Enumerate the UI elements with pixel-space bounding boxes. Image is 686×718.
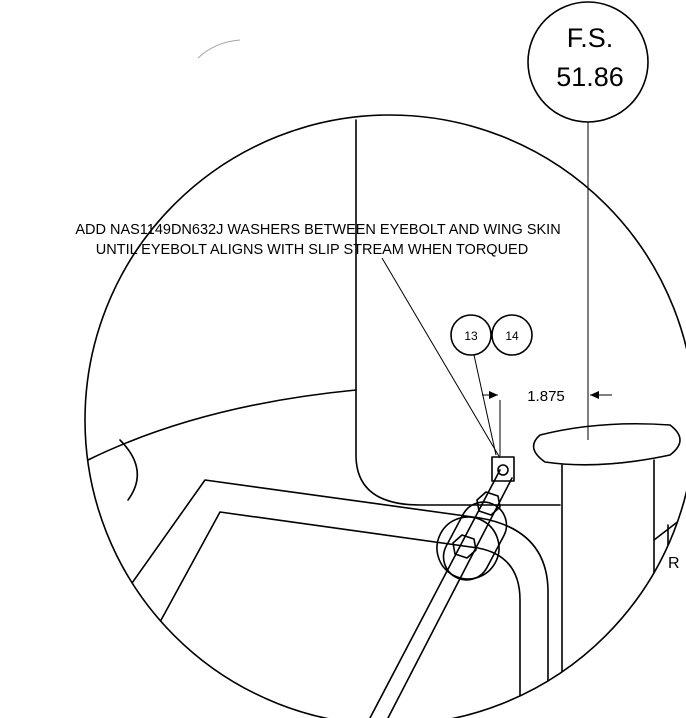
panel-inner-frame bbox=[159, 511, 521, 718]
panel-outer-frame bbox=[119, 479, 549, 718]
item-balloon-13-label: 13 bbox=[464, 329, 478, 343]
note-line-2: UNTIL EYEBOLT ALIGNS WITH SLIP STREAM WH… bbox=[96, 242, 528, 258]
edge-label: R bbox=[668, 555, 680, 572]
stray-mark bbox=[197, 39, 241, 59]
item-balloon-14 bbox=[491, 314, 533, 356]
hex-bolt-lower bbox=[452, 534, 477, 559]
antenna-ellipse bbox=[532, 422, 681, 466]
note-line-1: ADD NAS1149DN632J WASHERS BETWEEN EYEBOL… bbox=[75, 222, 560, 238]
wing-leading-edge bbox=[87, 389, 357, 461]
detail-view-circle bbox=[84, 114, 686, 718]
eyebolt bbox=[491, 456, 515, 482]
right-post-brace bbox=[653, 519, 681, 541]
fuselage-wall bbox=[355, 119, 561, 506]
item-balloon-13 bbox=[450, 314, 492, 356]
strut-ring bbox=[436, 516, 500, 580]
wing-bump bbox=[119, 439, 139, 501]
dimension-arrow-left bbox=[489, 391, 498, 399]
strut-line-lower bbox=[387, 477, 513, 718]
station-value: 51.86 bbox=[556, 62, 624, 92]
eyebolt-eye bbox=[497, 464, 509, 476]
dimension-arrow-right bbox=[590, 391, 599, 399]
item-balloon-14-label: 14 bbox=[505, 329, 519, 343]
hex-bolt-upper bbox=[476, 491, 501, 516]
note-leader bbox=[381, 257, 501, 459]
item-balloon-leader bbox=[473, 354, 497, 456]
detail-geometry bbox=[87, 119, 681, 718]
station-label: F.S. bbox=[567, 23, 614, 53]
dimension-value: 1.875 bbox=[527, 388, 565, 405]
strut-line-upper bbox=[369, 469, 501, 718]
